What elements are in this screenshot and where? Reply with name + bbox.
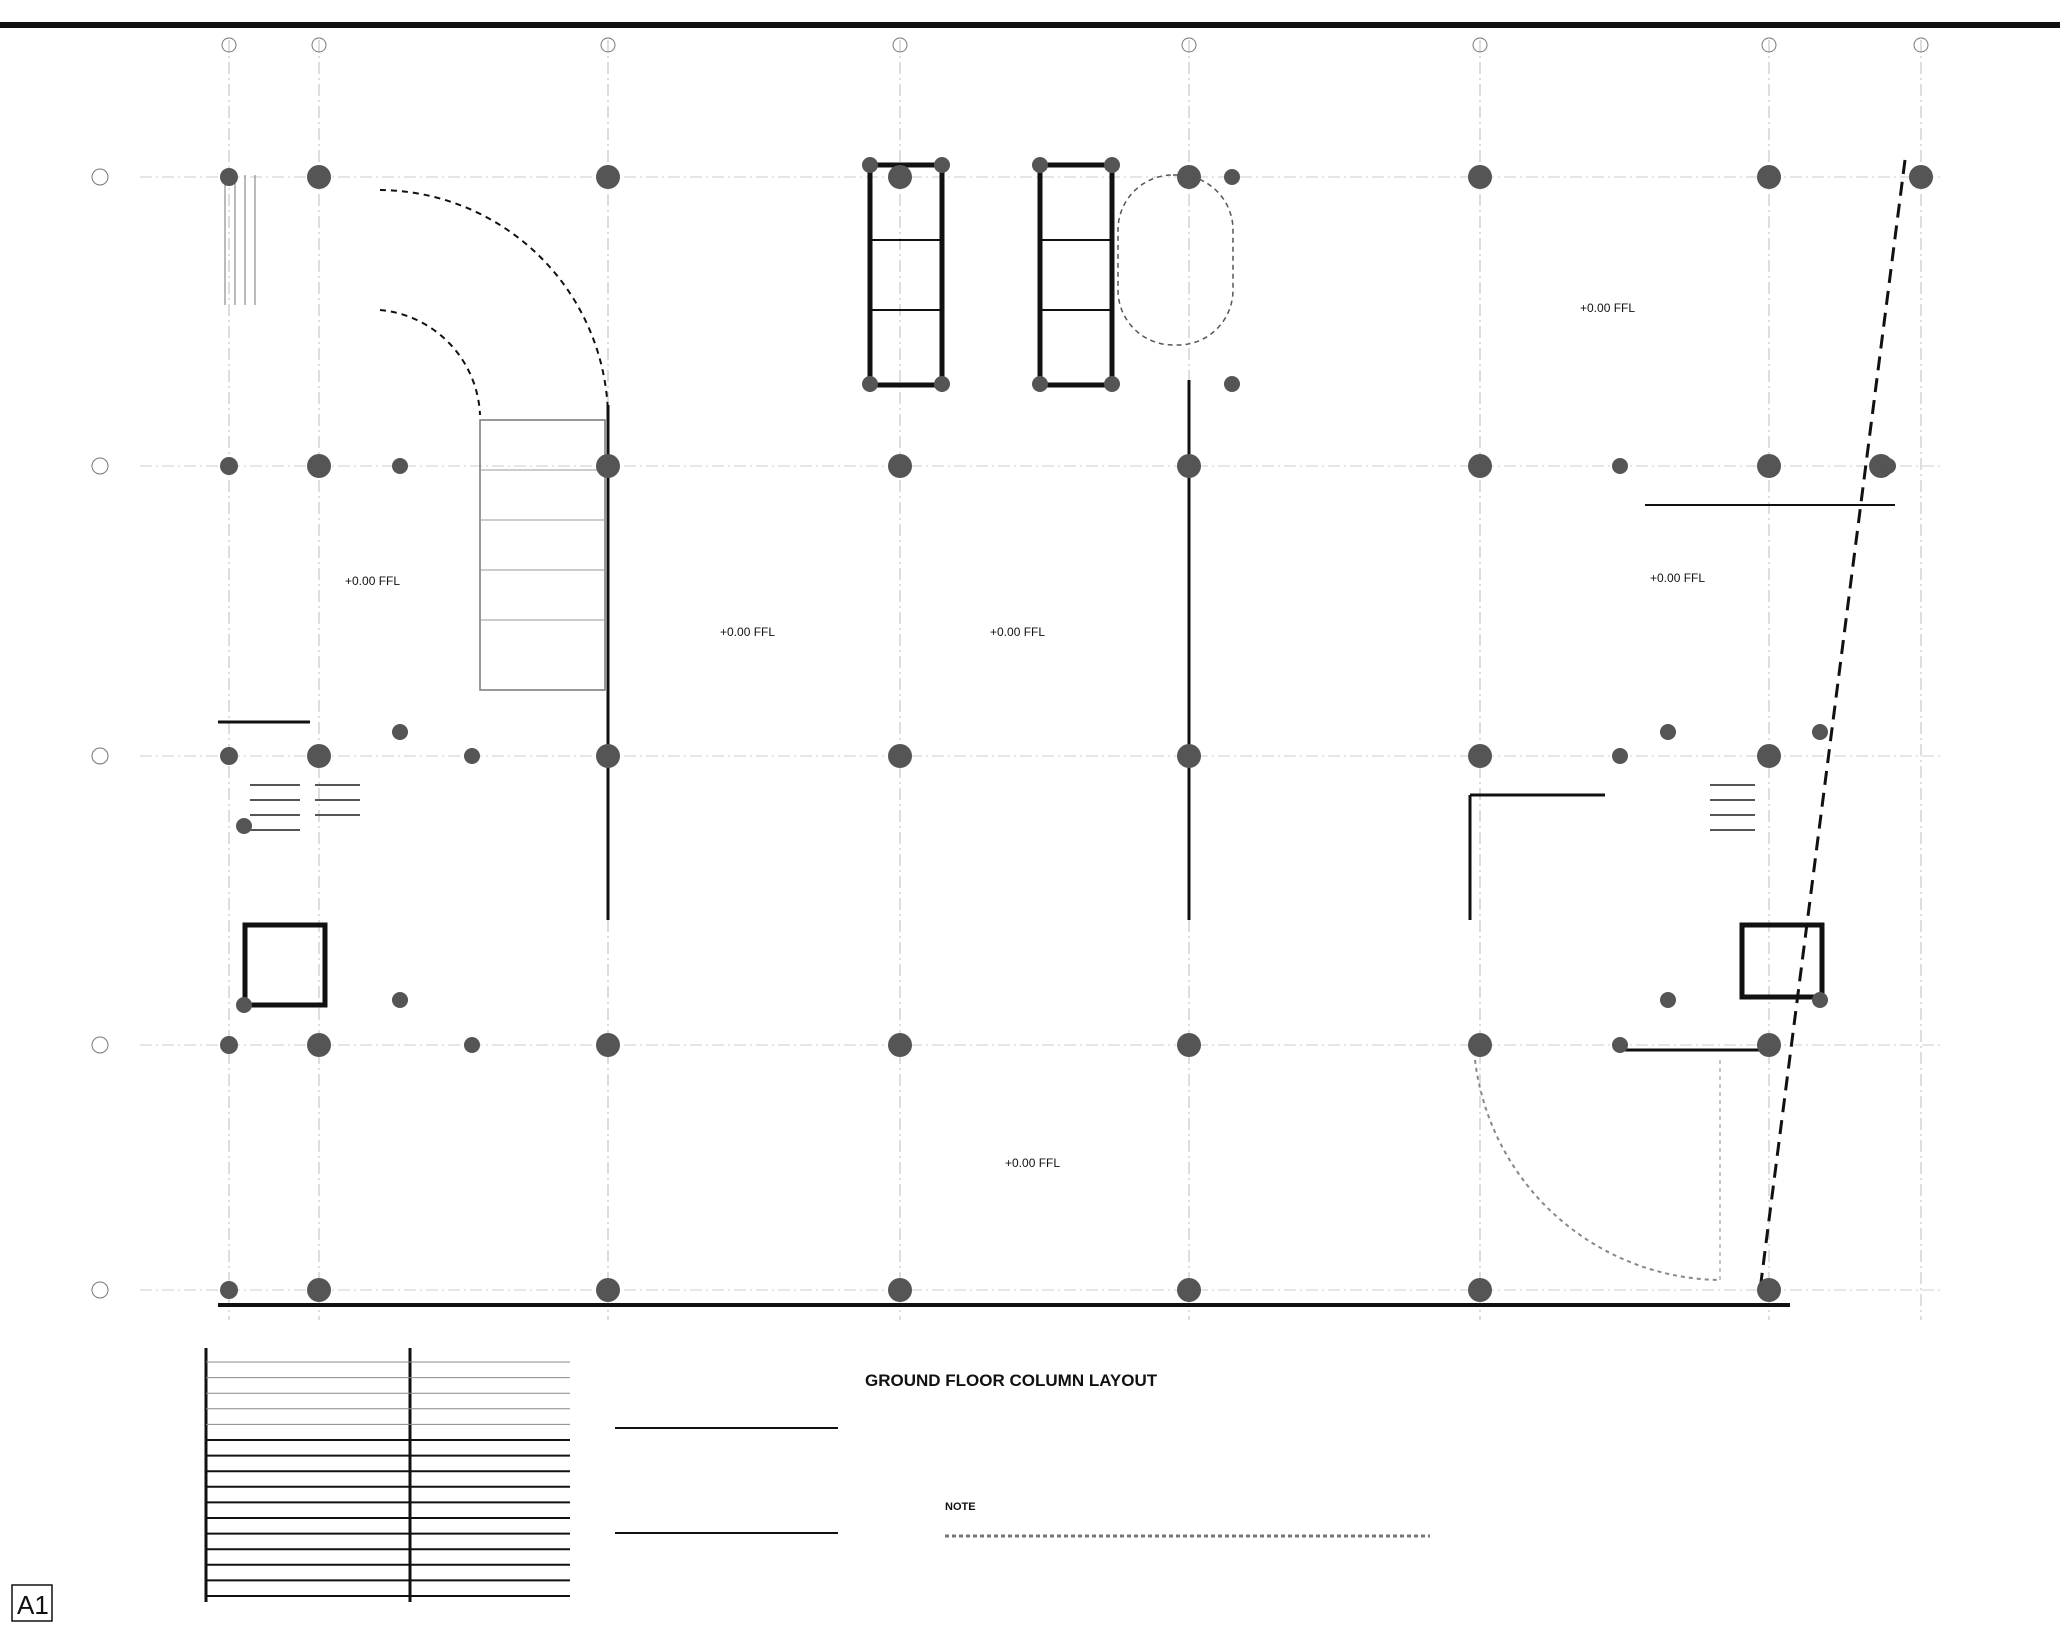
column bbox=[1612, 458, 1628, 474]
column bbox=[1812, 724, 1828, 740]
column bbox=[596, 1278, 620, 1302]
column-specification-box bbox=[615, 1427, 838, 1534]
column bbox=[1757, 744, 1781, 768]
top-border bbox=[0, 22, 2060, 28]
grid-bubble bbox=[311, 37, 327, 53]
grid-bubble bbox=[1761, 37, 1777, 53]
column bbox=[1468, 1033, 1492, 1057]
column bbox=[596, 744, 620, 768]
column bbox=[596, 165, 620, 189]
column bbox=[888, 454, 912, 478]
column bbox=[220, 457, 238, 475]
column bbox=[1468, 1278, 1492, 1302]
column bbox=[596, 1033, 620, 1057]
structural-columns bbox=[220, 157, 1933, 1302]
stair-left-straight bbox=[250, 784, 1755, 831]
level-label: +0.00 FFL bbox=[1580, 301, 1635, 315]
column bbox=[1757, 1278, 1781, 1302]
column bbox=[392, 724, 408, 740]
column bbox=[1104, 157, 1120, 173]
grid-bubble bbox=[91, 1036, 109, 1054]
column bbox=[220, 1281, 238, 1299]
grid-bubble bbox=[91, 457, 109, 475]
grid-lines bbox=[91, 37, 1940, 1320]
grid-bubble bbox=[221, 37, 237, 53]
column bbox=[1224, 376, 1240, 392]
column bbox=[1468, 454, 1492, 478]
column bbox=[220, 1036, 238, 1054]
column bbox=[392, 458, 408, 474]
stair-right-curved bbox=[1474, 1059, 1721, 1281]
grid-bubble bbox=[91, 747, 109, 765]
column bbox=[1177, 454, 1201, 478]
column bbox=[1177, 1033, 1201, 1057]
column bbox=[1032, 376, 1048, 392]
column bbox=[596, 454, 620, 478]
column bbox=[1880, 458, 1896, 474]
column bbox=[1812, 992, 1828, 1008]
column bbox=[307, 1278, 331, 1302]
column bbox=[236, 818, 252, 834]
column bbox=[1224, 169, 1240, 185]
column bbox=[934, 157, 950, 173]
grid-bubble bbox=[892, 37, 908, 53]
grid-bubble bbox=[600, 37, 616, 53]
lift-cores bbox=[242, 162, 1825, 1008]
grid-bubble bbox=[1181, 37, 1197, 53]
column bbox=[1032, 157, 1048, 173]
column bbox=[1757, 165, 1781, 189]
grid-bubble bbox=[1913, 37, 1929, 53]
column bbox=[464, 1037, 480, 1053]
level-label: +0.00 FFL bbox=[1005, 1156, 1060, 1170]
column bbox=[1757, 1033, 1781, 1057]
column bbox=[1177, 165, 1201, 189]
column bbox=[1757, 454, 1781, 478]
column bbox=[888, 1278, 912, 1302]
column bbox=[307, 1033, 331, 1057]
column bbox=[1177, 744, 1201, 768]
level-label: +0.00 FFL bbox=[990, 625, 1045, 639]
grid-bubble bbox=[91, 1281, 109, 1299]
column bbox=[392, 992, 408, 1008]
drawing-title: GROUND FLOOR COLUMN LAYOUT bbox=[865, 1371, 1158, 1390]
column bbox=[1177, 1278, 1201, 1302]
column bbox=[1612, 1037, 1628, 1053]
column bbox=[307, 165, 331, 189]
column bbox=[1909, 165, 1933, 189]
column bbox=[888, 744, 912, 768]
column bbox=[307, 744, 331, 768]
level-label: +0.00 FFL bbox=[720, 625, 775, 639]
column bbox=[1468, 744, 1492, 768]
column bbox=[1612, 748, 1628, 764]
grid-bubble bbox=[1472, 37, 1488, 53]
sheet-label-box bbox=[11, 1584, 53, 1622]
level-labels: +0.00 FFL +0.00 FFL +0.00 FFL +0.00 FFL … bbox=[345, 301, 1705, 1170]
schedule-table bbox=[204, 1348, 570, 1602]
column bbox=[888, 1033, 912, 1057]
column bbox=[862, 157, 878, 173]
level-label: +0.00 FFL bbox=[345, 574, 400, 588]
column bbox=[307, 454, 331, 478]
grid-bubble bbox=[91, 168, 109, 186]
walls bbox=[218, 159, 1907, 1307]
column bbox=[220, 747, 238, 765]
column bbox=[888, 165, 912, 189]
column bbox=[934, 376, 950, 392]
column bbox=[236, 997, 252, 1013]
column bbox=[862, 376, 878, 392]
column bbox=[220, 168, 238, 186]
sheet-label: A1 bbox=[17, 1590, 49, 1620]
stair-left-curved bbox=[224, 175, 609, 691]
level-label: +0.00 FFL bbox=[1650, 571, 1705, 585]
column bbox=[1468, 165, 1492, 189]
column bbox=[1104, 376, 1120, 392]
note-heading: NOTE bbox=[945, 1501, 976, 1513]
column bbox=[1660, 724, 1676, 740]
column bbox=[1660, 992, 1676, 1008]
column bbox=[464, 748, 480, 764]
